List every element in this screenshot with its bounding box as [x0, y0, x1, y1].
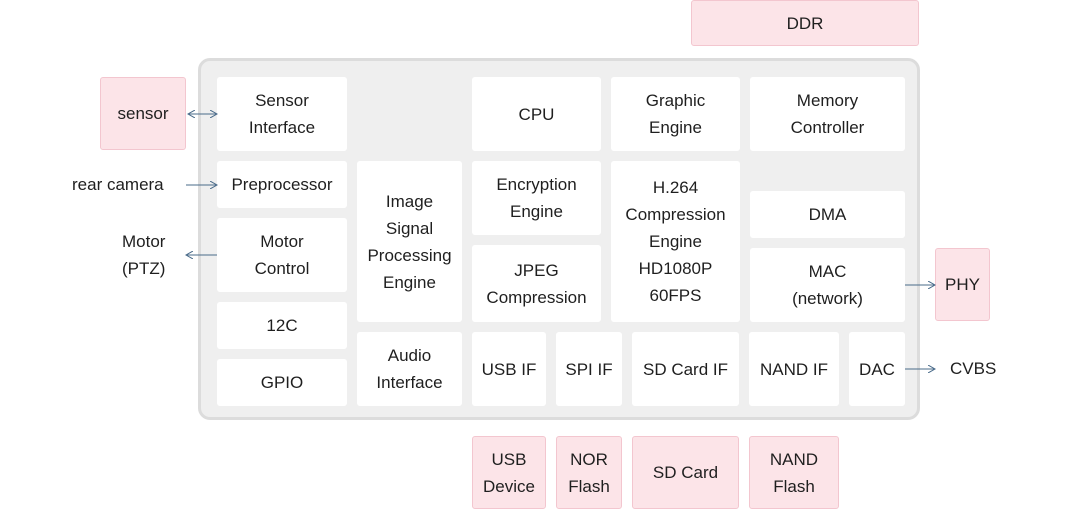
jpeg-compression-block: JPEG Compression — [472, 245, 601, 322]
nand-flash-block: NAND Flash — [749, 436, 839, 509]
usb-device-block: USB Device — [472, 436, 546, 509]
rear-camera-label: rear camera — [72, 175, 164, 194]
i2c-block: 12C — [217, 302, 347, 349]
gpio-block: GPIO — [217, 359, 347, 406]
preprocessor-block: Preprocessor — [217, 161, 347, 208]
sd-card-if-block: SD Card IF — [632, 332, 739, 406]
sensor-block: sensor — [100, 77, 186, 150]
dma-block: DMA — [750, 191, 905, 238]
motor-control-block: Motor Control — [217, 218, 347, 292]
ddr-block: DDR — [691, 0, 919, 46]
cpu-block: CPU — [472, 77, 601, 151]
motor-ptz-label: Motor (PTZ) — [122, 232, 166, 278]
sensor-interface-block: Sensor Interface — [217, 77, 347, 151]
mac-block: MAC (network) — [750, 248, 905, 322]
isp-block: Image Signal Processing Engine — [357, 161, 462, 322]
h264-engine-block: H.264 Compression Engine HD1080P 60FPS — [611, 161, 740, 322]
encryption-engine-block: Encryption Engine — [472, 161, 601, 235]
sd-card-block: SD Card — [632, 436, 739, 509]
nand-if-block: NAND IF — [749, 332, 839, 406]
cvbs-label: CVBS — [950, 359, 997, 378]
audio-interface-block: Audio Interface — [357, 332, 462, 406]
memory-controller-block: Memory Controller — [750, 77, 905, 151]
spi-if-block: SPI IF — [556, 332, 622, 406]
usb-if-block: USB IF — [472, 332, 546, 406]
dac-block: DAC — [849, 332, 905, 406]
graphic-engine-block: Graphic Engine — [611, 77, 740, 151]
nor-flash-block: NOR Flash — [556, 436, 622, 509]
